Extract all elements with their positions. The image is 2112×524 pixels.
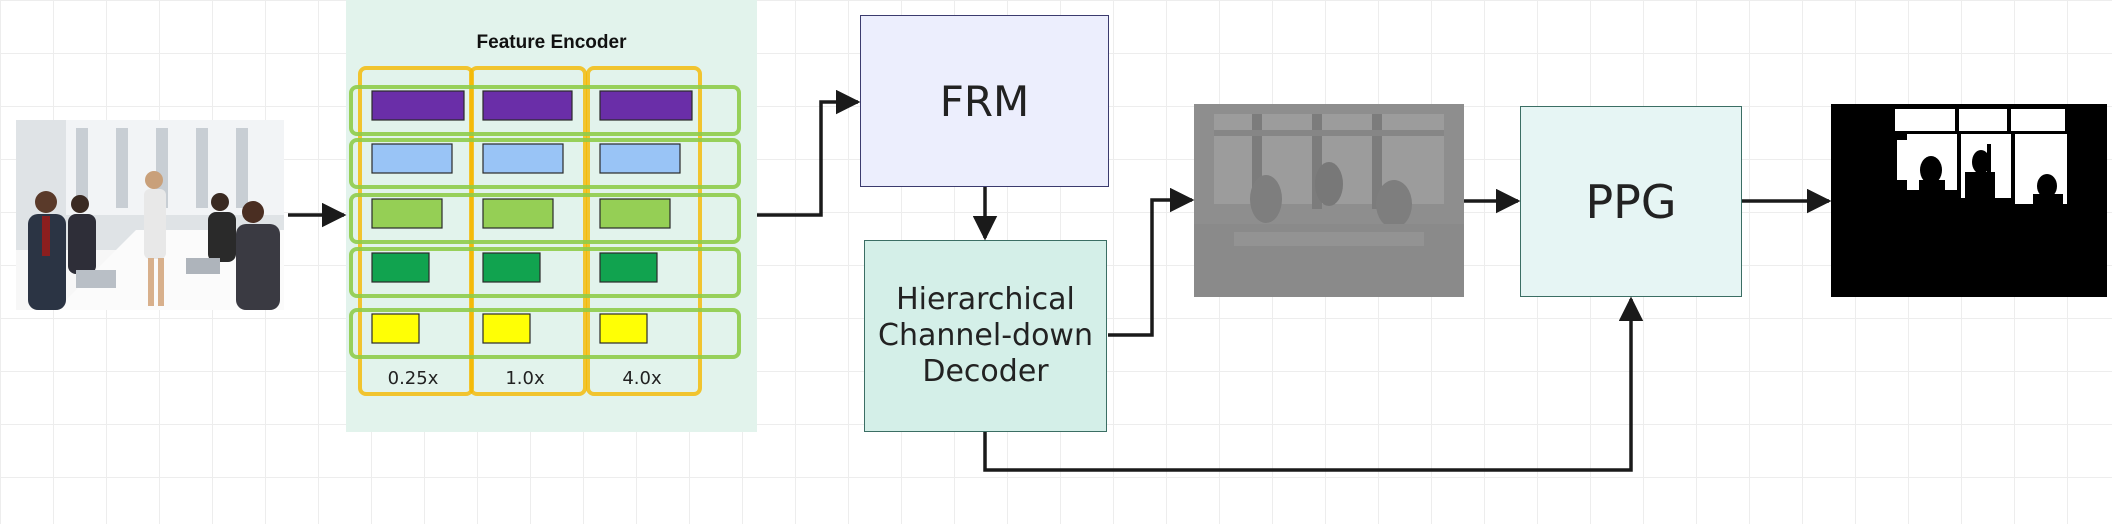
- scale-labels: 0.25x 1.0x 4.0x: [388, 368, 662, 389]
- level-row-outline: [349, 247, 741, 298]
- feature-block: [482, 252, 541, 283]
- frm-block: FRM: [860, 15, 1109, 187]
- level-row-outline: [349, 308, 741, 359]
- input-photo: [16, 120, 284, 310]
- arrow-decoder-to-ppg: [983, 296, 1644, 472]
- coarse-matte-image: [1194, 104, 1464, 297]
- feature-block: [599, 198, 671, 229]
- arrow-encoder-to-frm: [757, 89, 861, 217]
- feature-block: [371, 198, 443, 229]
- feature-block: [482, 143, 564, 174]
- hierarchical-channel-down-decoder-block: Hierarchical Channel-down Decoder: [864, 240, 1107, 432]
- feature-block: [482, 198, 554, 229]
- output-mask-image: [1831, 104, 2107, 297]
- feature-block: [371, 143, 453, 174]
- scale-column-outline: [469, 66, 587, 396]
- level-row-outline: [349, 85, 741, 136]
- feature-encoder-title: Feature Encoder: [476, 32, 627, 53]
- scale-column-outline: [586, 66, 702, 396]
- feature-block: [371, 252, 430, 283]
- scale-label: 0.25x: [388, 368, 439, 389]
- feature-block: [371, 90, 465, 121]
- feature-block: [599, 252, 658, 283]
- level-row-outline: [349, 138, 741, 189]
- feature-block: [371, 313, 420, 344]
- arrow-decoder-to-matte: [1108, 187, 1195, 337]
- scale-label: 4.0x: [622, 368, 662, 389]
- scale-label: 1.0x: [505, 368, 545, 389]
- level-row-outline: [349, 193, 741, 244]
- feature-block: [599, 143, 681, 174]
- feature-block: [482, 90, 573, 121]
- encoder-grid: [349, 66, 741, 396]
- feature-block: [599, 313, 648, 344]
- feature-block: [482, 313, 531, 344]
- feature-block: [599, 90, 693, 121]
- ppg-block: PPG: [1520, 106, 1742, 297]
